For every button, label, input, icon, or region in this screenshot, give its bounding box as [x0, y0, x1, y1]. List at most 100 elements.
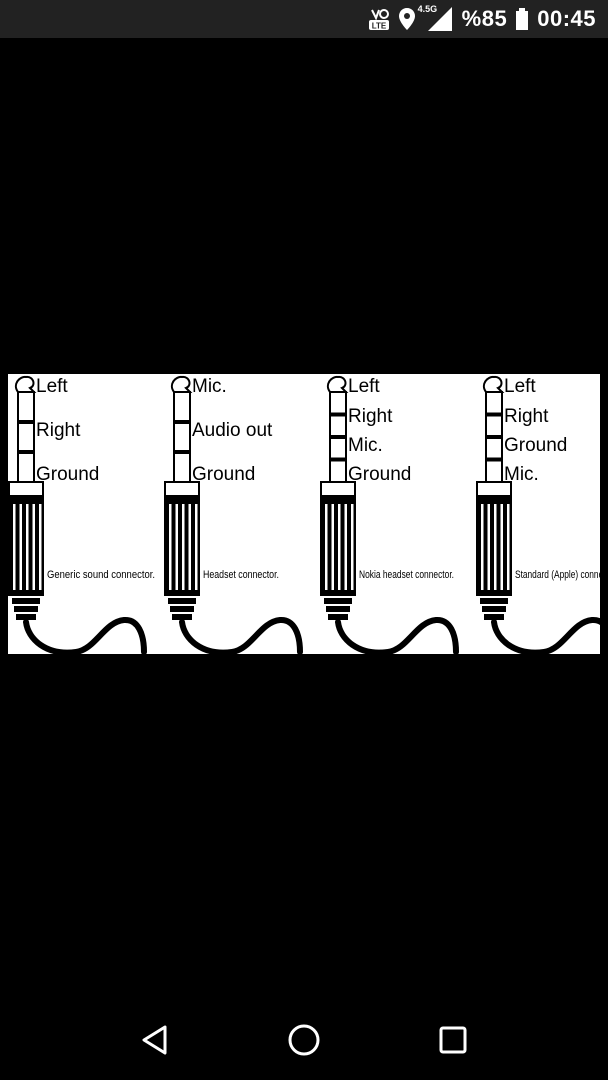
- insulator-ring: [330, 457, 346, 462]
- sleeve-stripe: [19, 504, 22, 590]
- cable: [491, 617, 600, 654]
- strain-ring: [168, 598, 196, 604]
- recents-button[interactable]: [428, 1015, 478, 1065]
- signal-icon: 4.5G: [418, 4, 454, 32]
- connector-caption: Nokia headset connector.: [359, 569, 454, 581]
- label-mic-: Mic.: [192, 376, 227, 397]
- plug-segment: [485, 458, 503, 483]
- plug-tip: [170, 375, 193, 393]
- plug-collar: [320, 481, 356, 497]
- plug-tip: [14, 375, 37, 393]
- plug-segment: [329, 436, 347, 461]
- strain-ring: [170, 606, 194, 612]
- connector-caption: Standard (Apple) connector.: [515, 569, 600, 581]
- svg-text:LTE: LTE: [371, 22, 386, 31]
- cable: [23, 617, 147, 654]
- strain-ring: [14, 606, 38, 612]
- location-icon: [398, 7, 416, 31]
- cable: [335, 617, 459, 654]
- connector-caption: Generic sound connector.: [47, 569, 155, 581]
- strain-ring: [484, 614, 504, 620]
- insulator-ring: [330, 412, 346, 417]
- sleeve-stripe: [188, 504, 191, 590]
- strain-ring: [16, 614, 36, 620]
- plug-collar: [476, 481, 512, 497]
- sleeve-stripe: [182, 504, 185, 590]
- battery-percent: %85: [461, 6, 508, 31]
- label-audio-out: Audio out: [192, 420, 273, 441]
- plug-segment: [173, 391, 191, 423]
- battery-icon: [515, 7, 529, 31]
- sleeve-stripe: [325, 504, 328, 590]
- sleeve-stripe: [195, 504, 198, 590]
- status-bar: LTE 4.5G %85 00:45: [0, 0, 608, 38]
- plug-segment: [173, 421, 191, 453]
- recents-square-icon: [439, 1026, 467, 1054]
- plug-segment: [17, 451, 35, 483]
- sleeve-stripe: [169, 504, 172, 590]
- insulator-ring: [18, 450, 34, 454]
- label-mic-: Mic.: [348, 435, 383, 456]
- label-ground: Ground: [192, 464, 255, 485]
- label-left: Left: [36, 376, 68, 397]
- insulator-ring: [486, 435, 502, 439]
- plug-segment: [485, 391, 503, 416]
- sleeve-stripe: [351, 504, 354, 590]
- sleeve-stripe: [507, 504, 510, 590]
- label-ground: Ground: [504, 435, 567, 456]
- label-right: Right: [504, 406, 549, 427]
- sleeve-stripe: [338, 504, 341, 590]
- strain-ring: [480, 598, 508, 604]
- strain-ring: [482, 606, 506, 612]
- plug-tip: [482, 375, 505, 393]
- sleeve-stripe: [175, 504, 178, 590]
- plug-segment: [17, 421, 35, 453]
- strain-ring: [172, 614, 192, 620]
- sleeve-stripe: [26, 504, 29, 590]
- label-right: Right: [348, 406, 393, 427]
- strain-ring: [328, 614, 348, 620]
- sleeve-stripe: [32, 504, 35, 590]
- sleeve-stripe: [494, 504, 497, 590]
- plug-segment: [485, 436, 503, 461]
- back-button[interactable]: [130, 1015, 180, 1065]
- sleeve-stripe: [39, 504, 42, 590]
- home-circle-icon: [288, 1024, 320, 1056]
- plug-segment: [329, 458, 347, 483]
- network-type: 4.5G: [417, 4, 438, 14]
- insulator-ring: [486, 457, 502, 462]
- sleeve-stripe: [13, 504, 16, 590]
- home-button[interactable]: [279, 1015, 329, 1065]
- clock: 00:45: [537, 6, 596, 31]
- cable: [179, 617, 303, 654]
- plug-segment: [173, 451, 191, 483]
- label-left: Left: [504, 376, 536, 397]
- plug-segment: [329, 413, 347, 438]
- sleeve-stripe: [481, 504, 484, 590]
- plug-segment: [485, 413, 503, 438]
- strain-ring: [12, 598, 40, 604]
- sleeve-stripe: [331, 504, 334, 590]
- navigation-bar: [0, 1000, 608, 1080]
- insulator-ring: [174, 450, 190, 454]
- insulator-ring: [330, 435, 346, 439]
- label-left: Left: [348, 376, 380, 397]
- label-ground: Ground: [348, 464, 411, 485]
- back-triangle-icon: [142, 1025, 167, 1055]
- sleeve-stripe: [500, 504, 503, 590]
- label-mic-: Mic.: [504, 464, 539, 485]
- label-ground: Ground: [36, 464, 99, 485]
- connector-caption: Headset connector.: [203, 569, 279, 581]
- insulator-ring: [174, 420, 190, 424]
- plug-collar: [8, 481, 44, 497]
- sleeve-stripe: [344, 504, 347, 590]
- strain-ring: [324, 598, 352, 604]
- insulator-ring: [18, 420, 34, 424]
- plug-collar: [164, 481, 200, 497]
- insulator-ring: [486, 412, 502, 417]
- label-right: Right: [36, 420, 81, 441]
